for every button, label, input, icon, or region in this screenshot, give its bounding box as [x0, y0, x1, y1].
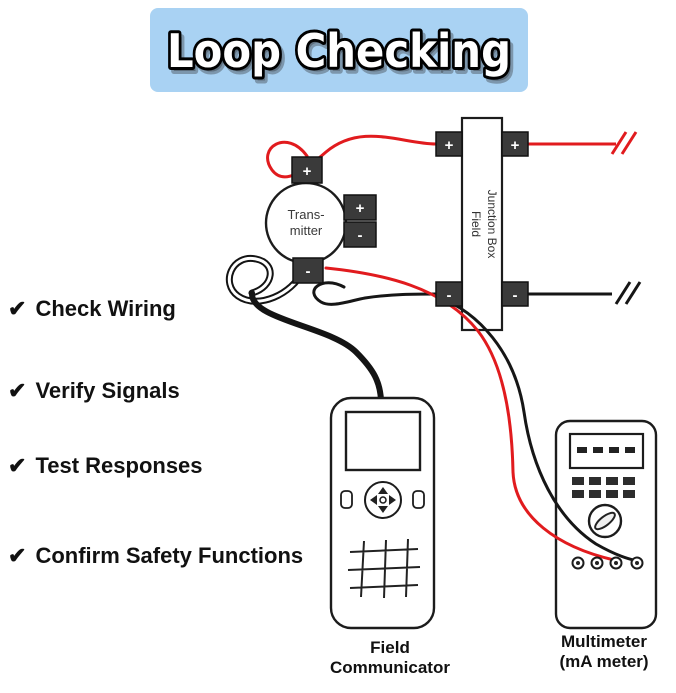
- multimeter-dial-knob: [594, 511, 616, 531]
- multimeter-button: [623, 477, 635, 485]
- terminal-block: [435, 131, 463, 157]
- checkmark-icon: ✔: [8, 378, 27, 403]
- multimeter-button: [589, 490, 601, 498]
- caption-line: Field: [370, 638, 410, 657]
- display-segment: [577, 447, 587, 453]
- dpad-left-arrow-icon: [370, 495, 377, 505]
- title-banner: Loop Checking Loop Checking: [150, 8, 528, 92]
- checklist-item-label: Confirm Safety Functions: [35, 543, 304, 568]
- terminal-block: [292, 257, 324, 284]
- multimeter-button: [572, 490, 584, 498]
- dpad-icon: [364, 481, 402, 519]
- transmitter-terminals: + + - -: [291, 156, 377, 284]
- communicator-cable-loop-inner: [227, 257, 305, 303]
- display-segment: [609, 447, 619, 453]
- multimeter-buttons: [572, 477, 635, 498]
- transmitter: Trans- mitter: [264, 181, 348, 265]
- terminal-block: [501, 281, 529, 307]
- multimeter-jack-hole: [614, 561, 618, 565]
- field-junction-box: Field Junction Box: [460, 116, 504, 332]
- dpad-up-arrow-icon: [378, 487, 388, 494]
- communicator-left-key: [340, 490, 353, 509]
- multimeter-button: [623, 490, 635, 498]
- multimeter-button: [606, 477, 618, 485]
- multimeter-caption: Multimeter (mA meter): [516, 632, 676, 673]
- field-communicator: [329, 396, 436, 630]
- terminal-plus-label: +: [303, 163, 312, 180]
- terminal-plus-label: +: [511, 137, 520, 154]
- checkmark-icon: ✔: [8, 453, 27, 478]
- checklist-item-confirm-safety: ✔ Confirm Safety Functions: [8, 543, 303, 569]
- terminal-block: [501, 131, 529, 157]
- checklist-item-test-responses: ✔ Test Responses: [8, 453, 203, 479]
- terminal-block: [291, 156, 323, 184]
- wire-red-break-icon: [610, 131, 638, 155]
- transmitter-label-line2: mitter: [290, 223, 323, 238]
- transmitter-label-line1: Trans-: [287, 207, 324, 222]
- checklist-item-label: Test Responses: [35, 453, 203, 478]
- wire-red-to-multimeter: [324, 266, 616, 562]
- wire-black-break-icon: [614, 281, 642, 305]
- multimeter-button: [606, 490, 618, 498]
- junction-box-label-line2: Junction Box: [485, 190, 499, 259]
- page-title-shadow: Loop Checking: [170, 28, 514, 82]
- terminal-minus-label: -: [513, 287, 518, 304]
- communicator-right-key: [412, 490, 425, 509]
- junction-box-label-line1: Field: [469, 211, 483, 237]
- junction-box-terminals: + + - -: [435, 131, 529, 307]
- multimeter-jack-hole: [595, 561, 599, 565]
- dpad-center-button: [379, 496, 387, 504]
- page-title: Loop Checking: [167, 24, 511, 78]
- wire-black-to-multimeter: [436, 295, 639, 563]
- dpad-right-arrow-icon: [389, 495, 396, 505]
- checklist-item-check-wiring: ✔ Check Wiring: [8, 296, 176, 322]
- checklist-item-label: Verify Signals: [35, 378, 180, 403]
- terminal-block: [343, 221, 377, 248]
- junction-box-body: [460, 116, 504, 332]
- multimeter-jack-hole: [576, 561, 580, 565]
- checklist-item-label: Check Wiring: [35, 296, 176, 321]
- multimeter-jack-hole: [635, 561, 639, 565]
- multimeter-button: [572, 477, 584, 485]
- terminal-block: [435, 281, 463, 307]
- dpad-down-arrow-icon: [378, 506, 388, 513]
- wire-black-hook-to-junction: [312, 281, 438, 306]
- caption-line: (mA meter): [559, 652, 649, 672]
- caption-line: Communicator: [330, 658, 450, 678]
- terminal-plus-label: +: [445, 137, 454, 154]
- checkmark-icon: ✔: [8, 543, 27, 568]
- terminal-minus-label: -: [306, 263, 311, 280]
- terminal-block: [343, 194, 377, 221]
- caption-line: Multimeter: [561, 632, 647, 651]
- communicator-keypad-grid: [347, 538, 421, 599]
- communicator-screen: [344, 410, 422, 472]
- communicator-cable: [249, 290, 384, 403]
- terminal-minus-label: -: [447, 287, 452, 304]
- field-communicator-caption: Field Communicator: [300, 638, 480, 679]
- checklist-item-verify-signals: ✔ Verify Signals: [8, 378, 180, 404]
- checkmark-icon: ✔: [8, 296, 27, 321]
- display-segment: [625, 447, 635, 453]
- title-banner-canvas: Loop Checking Loop Checking: [164, 21, 517, 85]
- display-segment: [593, 447, 603, 453]
- multimeter-jacks: [571, 556, 644, 570]
- terminal-plus-label: +: [356, 200, 365, 217]
- multimeter: [554, 419, 658, 630]
- multimeter-button: [589, 477, 601, 485]
- terminal-minus-label: -: [358, 227, 363, 244]
